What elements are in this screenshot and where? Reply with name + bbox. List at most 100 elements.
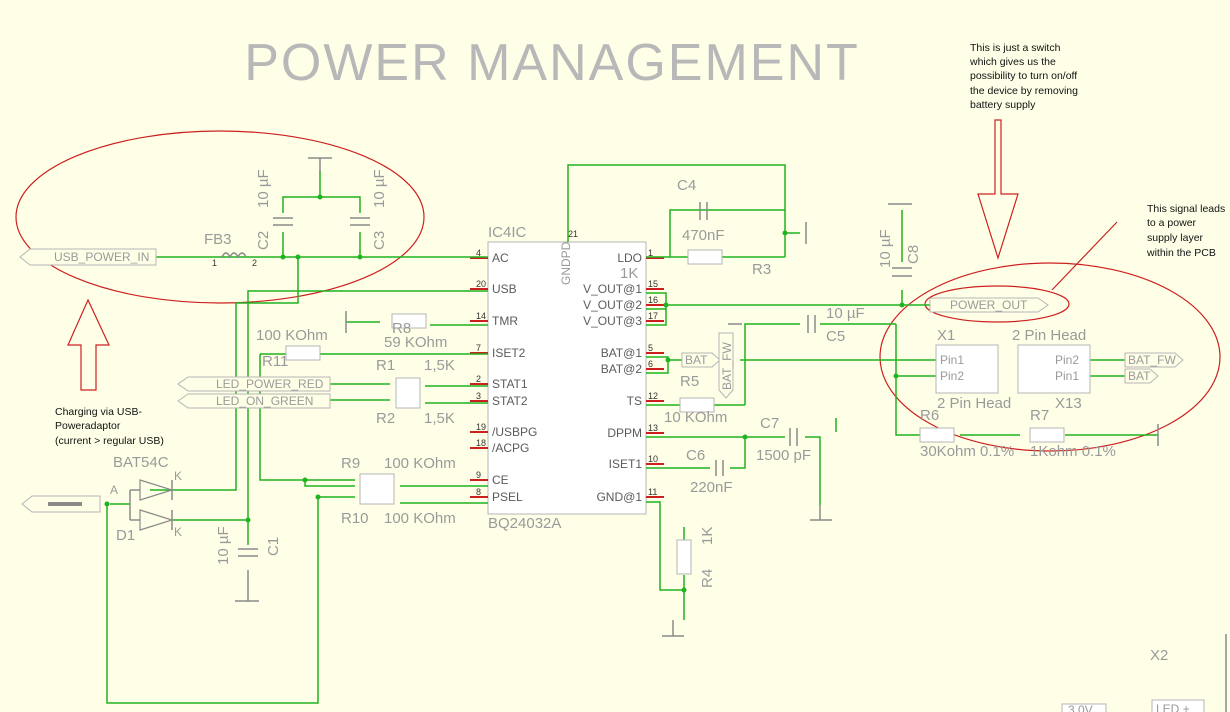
ic-left-pin-1-label: USB xyxy=(492,282,517,296)
r7-value: 1Kohm 0.1% xyxy=(1030,443,1116,460)
ic-pin-gndpd: GNDPD xyxy=(559,241,573,285)
c6-name: C6 xyxy=(686,447,705,464)
ic-left-pins: AC4USB20TMR14ISET27STAT12STAT23/USBPG19/… xyxy=(470,248,537,504)
ic-pin-gndpd-num: 21 xyxy=(568,229,578,239)
charging-arrow xyxy=(67,298,110,391)
r11-name: R11 xyxy=(262,353,288,370)
ic-right-pin-1-num: 15 xyxy=(648,279,658,289)
ic-right-pin-5-label: BAT@2 xyxy=(601,362,643,376)
c5-value: 10 µF xyxy=(826,305,865,322)
r1-name: R1 xyxy=(376,357,395,374)
bat-label-b: BAT xyxy=(1128,369,1151,383)
r2-name: R2 xyxy=(376,410,395,427)
c7-value: 1500 pF xyxy=(756,447,811,464)
r9-name: R9 xyxy=(341,455,360,472)
bat-label-a: BAT xyxy=(685,353,708,367)
c4-value: 470nF xyxy=(682,227,725,244)
svg-text:(current > regular USB): (current > regular USB) xyxy=(55,435,164,447)
ic-left-pin-2-label: TMR xyxy=(492,314,518,328)
svg-text:LED +: LED + xyxy=(1156,702,1190,712)
svg-text:1: 1 xyxy=(212,258,217,268)
c2-name: C2 xyxy=(255,231,272,250)
svg-text:supply layer: supply layer xyxy=(1147,232,1204,244)
r3-name: R3 xyxy=(752,261,771,278)
signal-note: This signal leads to a power supply laye… xyxy=(1146,203,1225,259)
svg-text:Pin2: Pin2 xyxy=(1055,353,1079,367)
svg-text:A: A xyxy=(110,483,118,497)
ic-right-pin-6-label: TS xyxy=(627,394,642,408)
ic-right-pin-5-num: 6 xyxy=(648,359,653,369)
x1-name: X1 xyxy=(937,327,955,344)
fb3-label: FB3 xyxy=(204,231,232,248)
svg-text:Pin1: Pin1 xyxy=(940,353,964,367)
ic-right-pin-8-label: ISET1 xyxy=(609,457,643,471)
r8-value: 59 KOhm xyxy=(384,334,447,351)
junctions xyxy=(104,194,905,593)
r1-value: 1,5K xyxy=(424,357,455,374)
ic-name: IC4IC xyxy=(488,224,527,241)
signal-pointer-line xyxy=(1051,221,1118,291)
r10-name: R10 xyxy=(341,510,369,527)
ic-right-pin-9-num: 11 xyxy=(648,487,657,497)
c7-name: C7 xyxy=(760,415,779,432)
led-power-red-label: LED_POWER_RED xyxy=(216,377,324,391)
usb-input-highlight xyxy=(15,130,425,304)
ic-left-pin-7-label: /ACPG xyxy=(492,441,529,455)
svg-text:K: K xyxy=(174,469,182,483)
c1-value: 10 µF xyxy=(215,526,232,565)
page-title: POWER MANAGEMENT xyxy=(244,34,860,92)
c3-name: C3 xyxy=(371,231,388,250)
charging-note: Charging via USB- Poweradaptor (current … xyxy=(55,406,164,447)
ic-right-pin-3-label: V_OUT@3 xyxy=(583,314,642,328)
svg-text:which gives us the: which gives us the xyxy=(969,56,1056,68)
ic-right-pin-2-num: 16 xyxy=(648,295,658,305)
ic-right-pin-6-num: 12 xyxy=(648,391,658,401)
ic-left-pin-2-num: 14 xyxy=(476,311,486,321)
ic-right-pin-8-num: 10 xyxy=(648,454,658,464)
r7-name: R7 xyxy=(1030,407,1049,424)
usb-power-in-label: USB_POWER_IN xyxy=(54,250,149,264)
ic-left-pin-8-num: 9 xyxy=(476,470,481,480)
svg-text:This is just a switch: This is just a switch xyxy=(970,42,1061,54)
ic-left-pin-4-label: STAT1 xyxy=(492,377,528,391)
svg-text:3.0V: 3.0V xyxy=(1068,703,1093,712)
ic-left-pin-7-num: 18 xyxy=(476,438,486,448)
r9-value: 100 KOhm xyxy=(384,455,456,472)
ic-left-pin-3-num: 7 xyxy=(476,343,481,353)
ic-left-pin-9-label: PSEL xyxy=(492,490,523,504)
svg-text:to a power: to a power xyxy=(1147,217,1197,229)
c2-value: 10 µF xyxy=(255,169,272,208)
ic-right-pin-7-num: 13 xyxy=(648,423,658,433)
ic-right-pin-4-num: 5 xyxy=(648,343,653,353)
ic-left-pin-5-label: STAT2 xyxy=(492,394,528,408)
annotations xyxy=(15,119,1221,452)
c8-value: 10 µF xyxy=(877,229,894,268)
bat-fw-vertical-label: BAT_FW xyxy=(720,342,734,390)
r6-value: 30Kohm 0.1% xyxy=(920,443,1014,460)
ic-left-pin-6-num: 19 xyxy=(476,422,486,432)
c4-name: C4 xyxy=(677,177,696,194)
ic-right-pin-1-label: V_OUT@1 xyxy=(583,282,642,296)
ic-left-pin-3-label: ISET2 xyxy=(492,346,526,360)
wires xyxy=(106,164,1158,704)
ic-right-pin-0-num: 1 xyxy=(648,248,653,258)
svg-text:Pin2: Pin2 xyxy=(940,369,964,383)
svg-text:possibility to turn on/off: possibility to turn on/off xyxy=(970,70,1077,82)
r4-name: R4 xyxy=(699,569,716,588)
net-labels: USB_POWER_IN POWER_OUT LED_POWER_RED LED… xyxy=(19,248,1184,513)
d1-part: BAT54C xyxy=(113,454,169,471)
r10-value: 100 KOhm xyxy=(384,510,456,527)
x13-name: X13 xyxy=(1055,395,1082,412)
ic-left-pin-0-label: AC xyxy=(492,251,509,265)
ic-left-pin-0-num: 4 xyxy=(476,248,481,258)
c1-name: C1 xyxy=(265,537,282,556)
d1-name: D1 xyxy=(116,527,135,544)
ic-left-pin-6-label: /USBPG xyxy=(492,425,537,439)
x1-part: 2 Pin Head xyxy=(937,395,1011,412)
svg-text:battery supply: battery supply xyxy=(970,99,1036,111)
svg-text:This signal leads: This signal leads xyxy=(1147,203,1225,215)
r5-name: R5 xyxy=(680,373,699,390)
ic-right-pin-0-label: LDO xyxy=(617,251,642,265)
